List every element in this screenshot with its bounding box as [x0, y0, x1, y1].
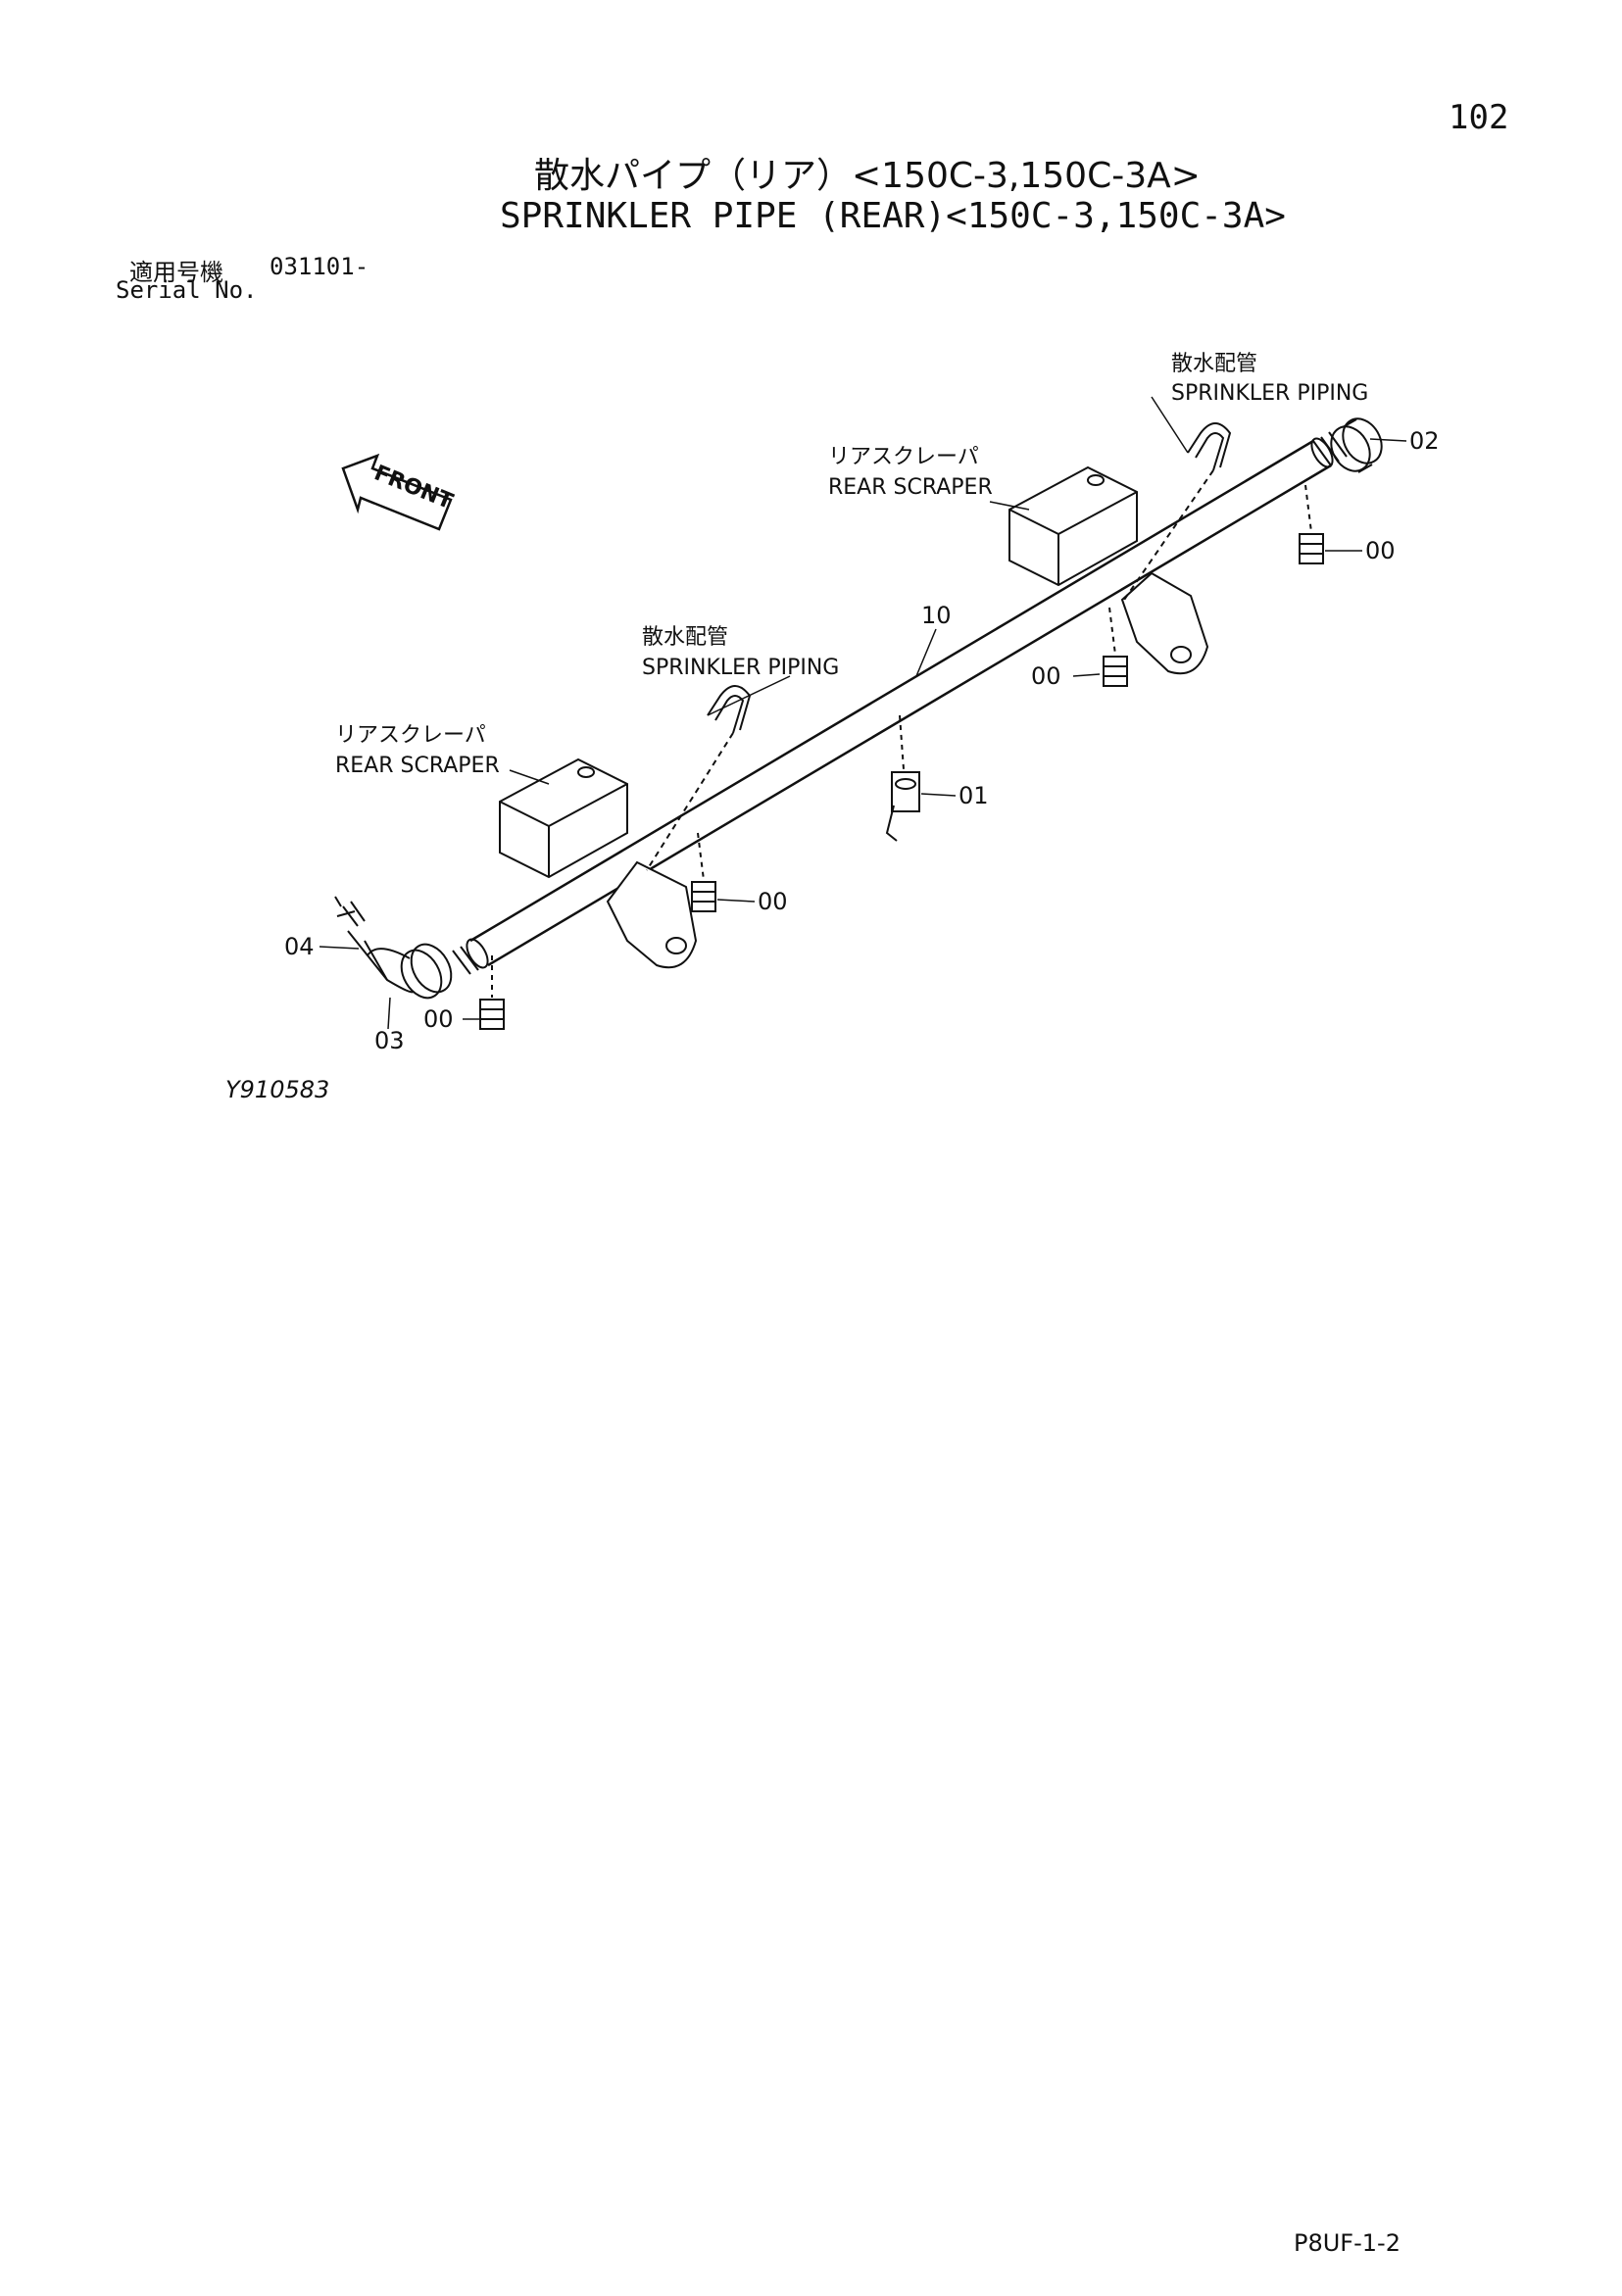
figure-id: Y910583 [225, 1076, 330, 1103]
nozzle-1 [479, 955, 505, 1030]
page-code: P8UF-1-2 [1294, 2229, 1401, 2257]
rear-scraper-right-jp: リアスクレーパ [828, 445, 979, 469]
title-english: SPRINKLER PIPE (REAR)<150C-3,150C-3A> [500, 196, 1286, 236]
main-pipe [452, 431, 1348, 975]
sprinkler-piping-left-jp: 散水配管 [642, 625, 728, 650]
part-number-01: 01 [958, 782, 989, 809]
parts-diagram: FRONT [284, 352, 1440, 1054]
front-arrow-icon: FRONT [341, 453, 456, 531]
nozzle-2 [691, 832, 716, 912]
valve [885, 714, 920, 842]
part-number-00-d: 00 [423, 1005, 454, 1033]
sprinkler-piping-left-en: SPRINKLER PIPING [642, 656, 839, 680]
elbow-fitting [334, 896, 453, 1000]
rear-scraper-left-jp: リアスクレーパ [335, 723, 486, 748]
rear-scraper-right-en: REAR SCRAPER [828, 475, 993, 500]
rear-scraper-right [1008, 465, 1209, 675]
part-number-03: 03 [374, 1027, 405, 1054]
part-number-10: 10 [921, 602, 952, 629]
rear-scraper-left-en: REAR SCRAPER [335, 754, 500, 778]
part-number-00-c: 00 [758, 888, 788, 915]
serial-label-japanese: 適用号機 [129, 259, 223, 286]
nozzle-3 [1103, 607, 1128, 687]
leader-lines [319, 396, 1407, 1030]
pipe-cap [1330, 417, 1383, 473]
part-number-00-b: 00 [1031, 662, 1061, 690]
page-number: 102 [1449, 98, 1509, 137]
u-bolt-left [646, 685, 752, 871]
rear-scraper-left [499, 757, 698, 969]
part-number-00-a: 00 [1365, 537, 1396, 564]
title-japanese: 散水パイプ（リア）<150C-3,150C-3A> [534, 156, 1201, 196]
serial-value: 031101- [270, 253, 369, 280]
serial-label-english: Serial No. [116, 276, 258, 304]
part-number-02: 02 [1409, 427, 1440, 455]
part-number-04: 04 [284, 933, 315, 960]
u-bolt-right [1121, 422, 1232, 604]
sprinkler-piping-right-en: SPRINKLER PIPING [1171, 381, 1368, 406]
nozzle-4 [1299, 484, 1324, 564]
sprinkler-piping-right-jp: 散水配管 [1171, 352, 1257, 376]
